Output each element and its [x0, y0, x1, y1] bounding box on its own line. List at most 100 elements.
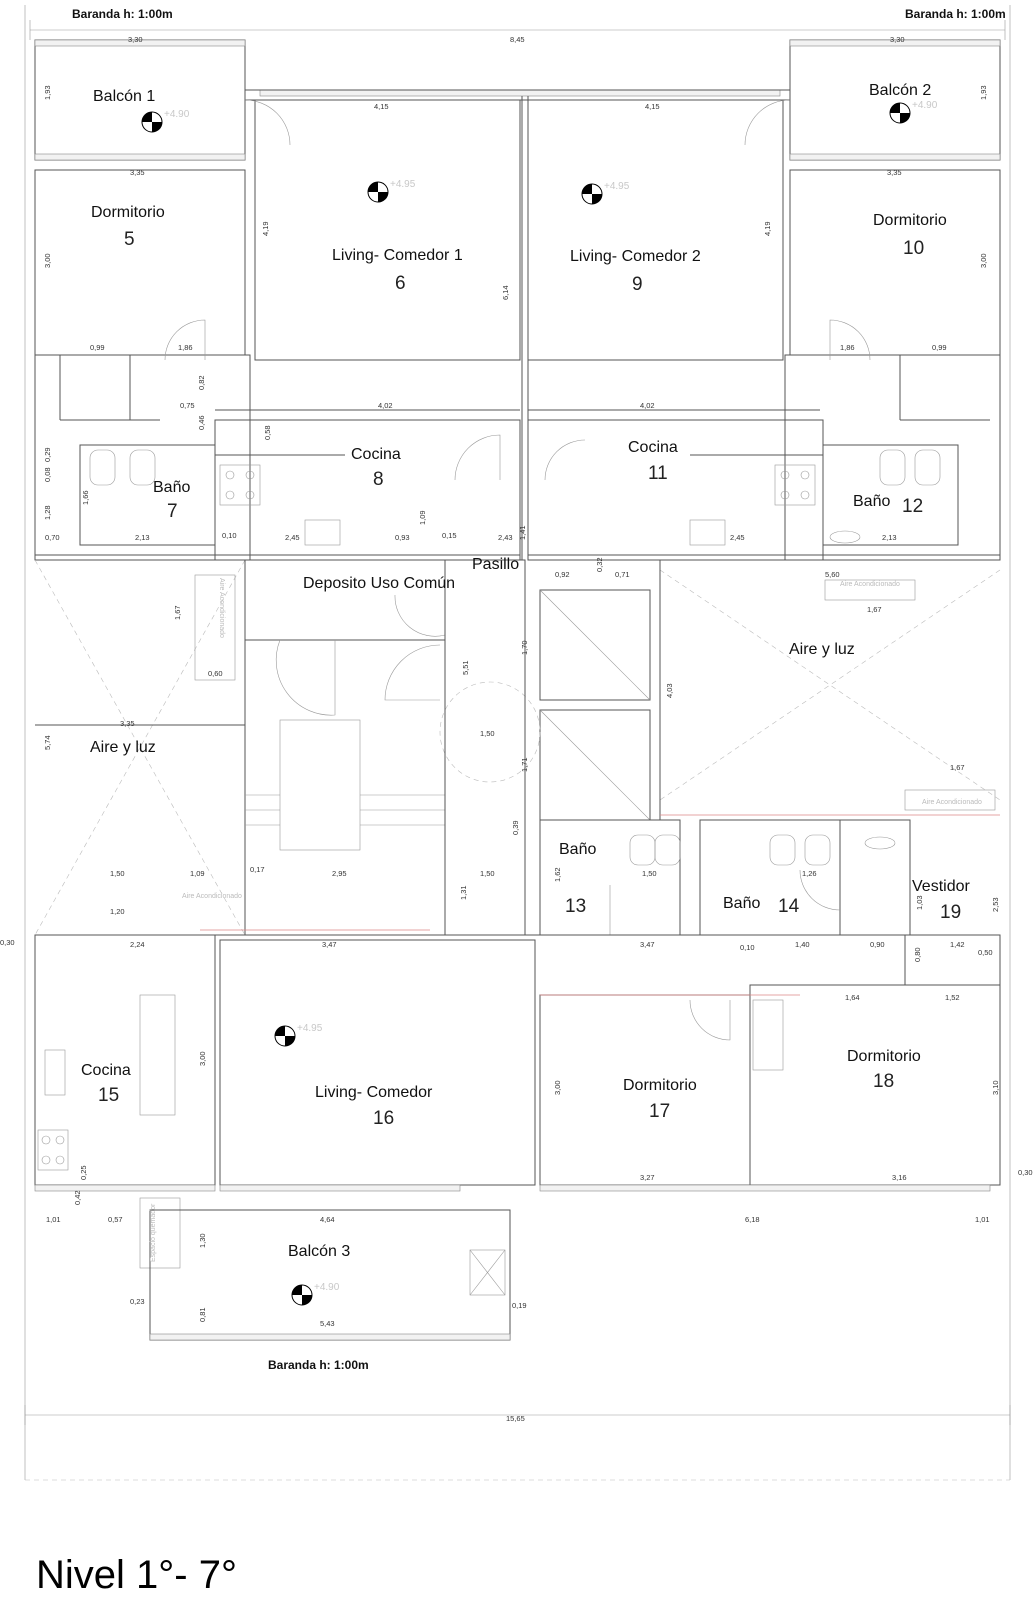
- bathroom-fixtures-top: [89, 449, 941, 546]
- dim-099-l: 0,99: [90, 343, 105, 352]
- dim-cocina-402-r: 4,02: [640, 401, 655, 410]
- room-num-cocina11: 11: [648, 463, 668, 484]
- label-espacio-quemador: Espacio quemador: [150, 1203, 157, 1262]
- dim-030: 0,30: [0, 938, 15, 947]
- dim-101-l: 1,01: [46, 1215, 61, 1224]
- dim-186-r: 1,86: [840, 343, 855, 352]
- dim-253: 2,53: [991, 897, 1000, 912]
- dim-030-r: 0,30: [1018, 1168, 1033, 1177]
- dim-029: 0,29: [43, 447, 52, 462]
- level-marker-icon: [581, 183, 603, 205]
- dim-aire-der-h: 4,03: [665, 683, 674, 698]
- room-labels: Balcón 1 Balcón 2 Dormitorio 5 Living- C…: [81, 82, 970, 1260]
- dim-017: 0,17: [250, 865, 265, 874]
- dim-347-r: 3,47: [640, 940, 655, 949]
- dim-aire-izq-h: 5,74: [43, 735, 52, 750]
- dim-075: 0,75: [180, 401, 195, 410]
- dim-131: 1,31: [459, 885, 468, 900]
- frame-lines: [24, 5, 1011, 1481]
- dim-245-l: 2,45: [285, 533, 300, 542]
- room-num-bano7: 7: [167, 501, 178, 522]
- dim-pasillo-h: 5,51: [461, 660, 470, 675]
- dim-141: 1,41: [518, 525, 527, 540]
- dim-101-r: 1,01: [975, 1215, 990, 1224]
- room-name-aire-izq: Aire y luz: [90, 739, 156, 756]
- dim-023: 0,23: [130, 1297, 145, 1306]
- dim-080: 0,80: [913, 947, 922, 962]
- dim-093: 0,93: [395, 533, 410, 542]
- dim-224: 2,24: [130, 940, 145, 949]
- dim-living6-w: 4,15: [374, 102, 389, 111]
- dim-109-b: 1,09: [190, 869, 205, 878]
- dim-167-a: 1,67: [867, 605, 882, 614]
- room-name-bano7: Baño: [153, 479, 190, 496]
- dim-081: 0,81: [198, 1307, 207, 1322]
- dim-316: 3,16: [892, 1173, 907, 1182]
- level-balcon1: +4.90: [164, 109, 190, 120]
- dim-186-l: 1,86: [178, 343, 193, 352]
- label-aire-acond-right-bottom: Aire Acondicionado: [922, 799, 982, 806]
- level-living16: +4.95: [297, 1023, 323, 1034]
- room-name-cocina15: Cocina: [81, 1062, 131, 1079]
- dim-560: 5,60: [825, 570, 840, 579]
- room-num-living6: 6: [395, 273, 406, 294]
- dim-150-left: 1,50: [110, 869, 125, 878]
- dim-171: 1,71: [520, 757, 529, 772]
- dim-057: 0,57: [108, 1215, 123, 1224]
- room-name-living6: Living- Comedor 1: [332, 247, 463, 264]
- dim-dorm17-w: 6,18: [745, 1215, 760, 1224]
- dim-living9-w: 4,15: [645, 102, 660, 111]
- dim-243: 2,43: [498, 533, 513, 542]
- dim-150-mid: 1,50: [480, 869, 495, 878]
- room-name-bano13: Baño: [559, 841, 596, 858]
- dim-060: 0,60: [208, 669, 223, 678]
- dim-008: 0,08: [43, 467, 52, 482]
- level-marker-icon: [274, 1025, 296, 1047]
- dim-071: 0,71: [615, 570, 630, 579]
- dim-170: 1,70: [520, 640, 529, 655]
- dim-balcon2-w: 3,30: [890, 35, 905, 44]
- dim-166: 1,66: [81, 490, 90, 505]
- room-name-living9: Living- Comedor 2: [570, 248, 701, 265]
- dim-300-b: 3,00: [198, 1051, 207, 1066]
- dim-032: 0,32: [595, 557, 604, 572]
- room-name-dorm18: Dormitorio: [847, 1048, 921, 1065]
- baranda-note-top-right: Baranda h: 1:00m: [905, 7, 1006, 21]
- room-num-dorm18: 18: [873, 1071, 894, 1092]
- dim-046: 0,46: [197, 415, 206, 430]
- dim-balcon1-w: 3,30: [128, 35, 143, 44]
- dim-025: 0,25: [79, 1165, 88, 1180]
- room-num-bano14: 14: [778, 896, 800, 917]
- dim-295: 2,95: [332, 869, 347, 878]
- top-walls: [34, 39, 1001, 561]
- equipment-labels: Aire Acondicionado Aire Acondicionado Ai…: [150, 578, 982, 1262]
- dim-070: 0,70: [45, 533, 60, 542]
- room-name-pasillo: Pasillo: [472, 556, 519, 573]
- dim-164: 1,64: [845, 993, 860, 1002]
- room-num-cocina15: 15: [98, 1085, 119, 1106]
- dim-aire-izq-w: 3,35: [120, 719, 135, 728]
- dim-090-a: 0,90: [870, 940, 885, 949]
- room-name-deposito: Deposito Uso Común: [303, 575, 455, 592]
- room-num-living9: 9: [632, 274, 643, 295]
- level-balcon3: +4.90: [314, 1282, 340, 1293]
- dim-167-b: 1,67: [173, 605, 182, 620]
- dim-213-l: 2,13: [135, 533, 150, 542]
- room-num-bano12: 12: [902, 496, 923, 517]
- baranda-note-top-left: Baranda h: 1:00m: [72, 7, 173, 21]
- dim-l-193: 1,93: [43, 85, 52, 100]
- dim-r-419: 4,19: [763, 221, 772, 236]
- level-marker-icon: [889, 102, 911, 124]
- room-name-balcon3: Balcón 3: [288, 1243, 350, 1260]
- level-markers: +4.90 +4.90 +4.95 +4.95 +4.95: [141, 100, 938, 1306]
- level-living9: +4.95: [604, 181, 630, 192]
- room-name-balcon1: Balcón 1: [93, 88, 155, 105]
- dim-015-a: 0,15: [442, 531, 457, 540]
- dim-213-r: 2,13: [882, 533, 897, 542]
- dim-top-total: 8,45: [510, 35, 525, 44]
- room-name-dorm5: Dormitorio: [91, 204, 165, 221]
- room-name-cocina8: Cocina: [351, 446, 401, 463]
- dim-010-a: 0,10: [222, 531, 237, 540]
- room-name-vestidor19: Vestidor: [912, 878, 970, 895]
- page-title: Nivel 1°- 7°: [36, 1553, 237, 1597]
